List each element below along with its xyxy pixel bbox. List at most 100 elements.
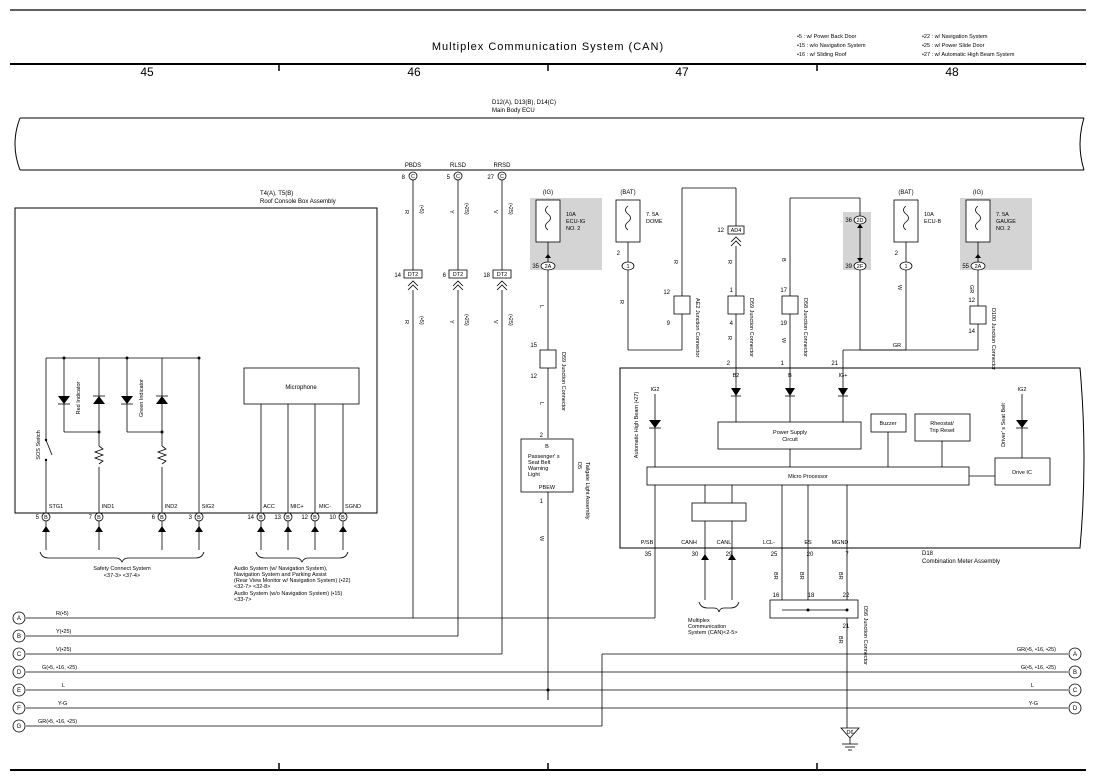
roof-external-arrows [39,521,349,563]
svg-text:D59 Junction Connector: D59 Junction Connector [560,352,566,411]
svg-text:BR: BR [798,572,804,580]
svg-text:ES: ES [804,540,812,546]
svg-text:2D: 2D [856,218,863,224]
svg-text:7. 5A: 7. 5A [996,212,1009,218]
roof-name: Roof Console Box Assembly [260,199,336,205]
microphone-label: Microphone [285,385,317,391]
svg-text:L: L [538,305,544,308]
svg-text:6: 6 [443,273,447,279]
svg-text:19: 19 [780,321,787,327]
svg-text:LCL-: LCL- [763,540,775,546]
svg-text:Automatic High Beam (•27): Automatic High Beam (•27) [634,392,640,459]
svg-text:2: 2 [727,361,731,367]
svg-text:18: 18 [808,593,815,599]
svg-text:MIC+: MIC+ [290,504,303,510]
svg-text:G(•5, •16, •25): G(•5, •16, •25) [1021,665,1056,671]
svg-text:(BAT): (BAT) [620,190,635,196]
svg-text:R: R [618,300,624,304]
svg-text:GR(•5, •16, •25): GR(•5, •16, •25) [1017,647,1056,653]
svg-text:Y: Y [448,210,454,214]
svg-text:•5 : w/ Power Back Door: •5 : w/ Power Back Door [797,34,857,40]
svg-text:D5: D5 [576,462,582,469]
svg-text:IND1: IND1 [102,504,115,510]
svg-text:1: 1 [730,288,734,294]
svg-text:(•5): (•5) [418,205,424,214]
svg-text:2A: 2A [975,264,982,270]
svg-text:BR: BR [772,572,778,580]
svg-text:Audio System (w/o Navigation S: Audio System (w/o Navigation System) (•1… [234,591,342,597]
roof-codes: T4(A), T5(B) [260,191,293,197]
svg-text:Circuit: Circuit [782,437,798,443]
svg-text:MGND: MGND [832,540,849,546]
svg-text:D: D [17,670,22,676]
tailgate-light-assembly: 2 B Passenger' s Seat Belt Warning Light… [520,433,590,700]
bus-terminals-left: A B C D E F G [12,611,26,733]
svg-text:Multiplex: Multiplex [688,618,710,624]
svg-text:L: L [538,402,544,405]
svg-text:Tailgate Light Assembly: Tailgate Light Assembly [584,462,590,520]
svg-text:12: 12 [530,374,537,380]
svg-text:6: 6 [152,515,156,521]
svg-text:R: R [672,260,678,264]
svg-text:5: 5 [36,515,40,521]
svg-text:(•25): (•25) [507,314,513,326]
svg-text:2: 2 [540,433,544,439]
svg-text:Y(•25): Y(•25) [56,629,72,635]
svg-text:5: 5 [447,175,451,181]
svg-text:(BAT): (BAT) [898,190,913,196]
svg-text:G(•5, •16, •25): G(•5, •16, •25) [42,665,77,671]
svg-text:A: A [17,616,21,622]
connector-2d-2f: 2D 36 2F 39 [843,212,871,271]
svg-text:C: C [1073,688,1078,694]
svg-text:C: C [456,174,460,180]
svg-text:B: B [545,444,549,450]
svg-text:Y-G: Y-G [1029,701,1038,707]
svg-text:Y-G: Y-G [58,701,67,707]
svg-text:17: 17 [780,288,787,294]
svg-text:14: 14 [394,273,401,279]
svg-text:W: W [896,285,902,291]
svg-text:B: B [313,515,317,521]
svg-text:P/SB: P/SB [641,540,654,546]
svg-text:B: B [788,373,792,379]
svg-text:RRSD: RRSD [493,163,511,169]
svg-text:1: 1 [781,361,785,367]
combination-meter: 2 1 21 B2 B IG+ Power Supply Circuit Buz… [619,361,1085,558]
svg-text:20: 20 [807,552,814,558]
svg-text:B2: B2 [733,373,740,379]
ecu-pin-rrsd: RRSD 27 C [487,163,511,181]
svg-text:<32-7> <32-8>: <32-7> <32-8> [234,584,270,590]
svg-text:Trip Reset: Trip Reset [929,428,955,434]
svg-text:DOME: DOME [646,219,663,225]
svg-text:RLSD: RLSD [450,163,467,169]
svg-text:Micro Processor: Micro Processor [788,474,828,480]
column-number: 46 [407,65,421,79]
svg-text:29: 29 [726,552,733,558]
svg-text:Warning: Warning [528,466,548,472]
column-number: 45 [140,65,154,79]
svg-text:12: 12 [301,515,308,521]
svg-text:1: 1 [904,264,907,270]
svg-text:Rheostat/: Rheostat/ [930,421,954,427]
svg-text:D100 Junction Connector: D100 Junction Connector [990,308,996,370]
svg-text:B: B [1073,670,1077,676]
svg-text:SIG2: SIG2 [202,504,215,510]
roof-pins: STG1 IND1 IND2 SIG2 ACC MIC+ MIC- SGND B… [36,504,361,522]
svg-text:25: 25 [771,552,778,558]
svg-text:B: B [780,258,786,262]
svg-text:AE2 Junction Connector: AE2 Junction Connector [694,298,700,357]
svg-text:12: 12 [663,290,670,296]
svg-text:B: B [197,515,201,521]
svg-text:MIC-: MIC- [319,504,331,510]
svg-text:B: B [17,634,21,640]
svg-text:(•25): (•25) [507,203,513,215]
svg-text:22: 22 [843,593,850,599]
svg-text:21: 21 [831,361,838,367]
svg-text:1: 1 [626,264,629,270]
svg-text:Passenger' s: Passenger' s [528,454,560,460]
svg-text:14: 14 [968,329,975,335]
svg-text:7: 7 [89,515,93,521]
svg-text:B: B [160,515,164,521]
svg-text:R: R [403,320,409,324]
